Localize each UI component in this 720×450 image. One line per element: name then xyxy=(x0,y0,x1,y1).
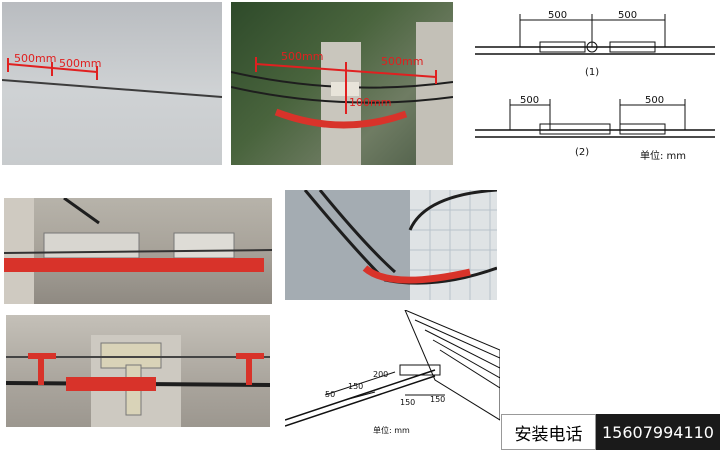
photo-tiled-wall xyxy=(285,190,497,300)
sky-cable-drawing xyxy=(2,58,222,98)
wall-bracket-drawing xyxy=(6,335,270,427)
dim-label-left: 500mm xyxy=(281,50,324,63)
caption-1: (1) xyxy=(585,67,600,78)
dim-150-a: 150 xyxy=(348,382,364,391)
red-sleeve xyxy=(362,265,471,284)
contact-bar: 安装电话 15607994110 xyxy=(501,414,720,450)
spacing-drawing xyxy=(475,14,715,138)
photo-wall-clamp xyxy=(4,198,272,304)
pole-drawing xyxy=(231,22,453,165)
diagram-cable-spacing: 500 500 (1) 500 500 (2) 单位: mm xyxy=(470,2,720,165)
unit-note: 单位: mm xyxy=(373,426,410,435)
unit-note: 单位: mm xyxy=(640,151,687,162)
photo-pole-cable: 500mm 500mm 100mm xyxy=(231,2,453,165)
dim-label-drop: 100mm xyxy=(349,96,392,109)
dim-lower-left: 500 xyxy=(520,95,540,106)
photo-wall-bracket xyxy=(6,315,270,427)
dim-upper-right: 500 xyxy=(618,10,638,21)
dim-200: 200 xyxy=(373,370,389,379)
cable-line xyxy=(2,79,222,98)
dim-upper-left: 500 xyxy=(548,10,568,21)
dim-label-right: 500mm xyxy=(59,57,102,70)
dim-lower-right: 500 xyxy=(645,95,665,106)
red-sleeve xyxy=(4,258,264,272)
red-sleeve xyxy=(66,377,156,391)
tiled-wall-drawing xyxy=(285,190,497,300)
red-sleeve xyxy=(274,108,408,129)
dim-50: 50 xyxy=(325,390,336,399)
contact-phone[interactable]: 15607994110 xyxy=(596,414,720,450)
pole xyxy=(321,42,361,165)
clamp-bracket xyxy=(43,232,140,259)
diagram-corner-installation: 150 200 50 150 150 单位: mm xyxy=(285,310,500,450)
contact-label: 安装电话 xyxy=(501,414,596,450)
corner-drawing xyxy=(285,310,500,427)
dim-label-right: 500mm xyxy=(381,55,424,68)
photo-sky-cable: 500mm 500mm xyxy=(2,2,222,165)
wall-clamp-drawing xyxy=(4,198,272,304)
dim-label-left: 500mm xyxy=(14,52,57,65)
dim-150-b: 150 xyxy=(400,398,416,407)
caption-2: (2) xyxy=(575,147,590,158)
dim-150-c: 150 xyxy=(430,395,446,404)
